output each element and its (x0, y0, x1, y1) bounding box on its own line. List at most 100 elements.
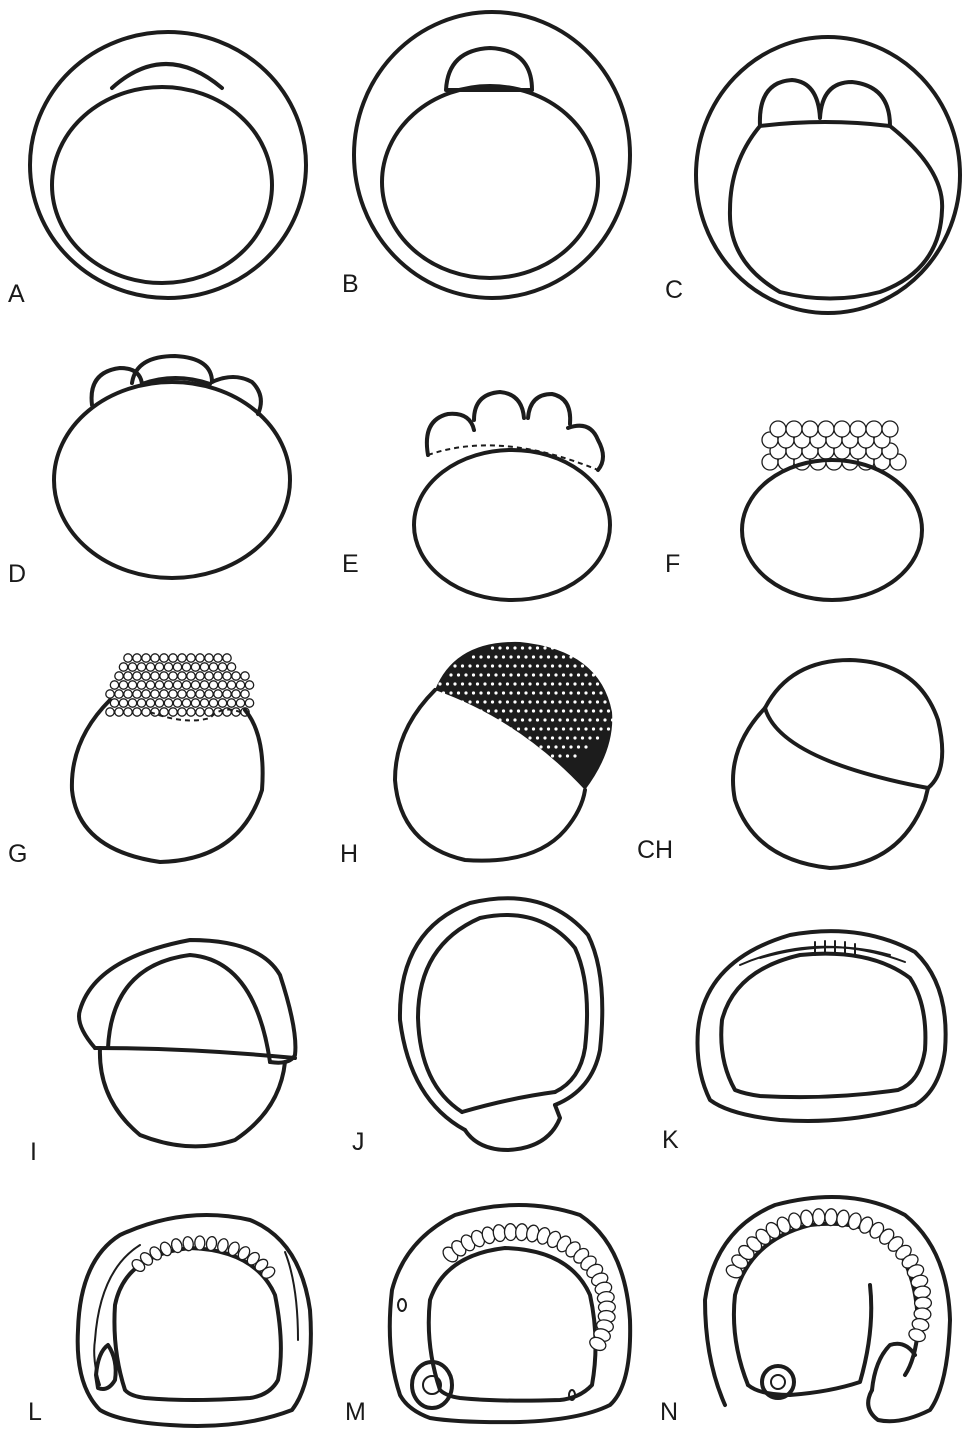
morula-cell (191, 681, 199, 689)
morula-cell (191, 699, 199, 707)
morula-cell (173, 663, 181, 671)
speckle (599, 673, 602, 676)
speckle (569, 745, 572, 748)
morula-cell (209, 699, 217, 707)
speckle (543, 736, 546, 739)
morula-cell (164, 663, 172, 671)
morula-cell (169, 708, 177, 716)
morula-cell (236, 699, 244, 707)
morula-cell (227, 699, 235, 707)
speckle (603, 718, 606, 721)
morula-cell (124, 654, 132, 662)
speckle (551, 754, 554, 757)
speckle (509, 655, 512, 658)
speckle (577, 673, 580, 676)
speckle (539, 655, 542, 658)
speckle (566, 736, 569, 739)
speckle (509, 673, 512, 676)
speckle (551, 646, 554, 649)
speckle (558, 700, 561, 703)
speckle (521, 664, 524, 667)
morula-cell (128, 699, 136, 707)
speckle (491, 700, 494, 703)
speckle (517, 709, 520, 712)
morula-cell (151, 690, 159, 698)
morula-cell (218, 663, 226, 671)
speckle (453, 664, 456, 667)
speckle (513, 736, 516, 739)
speckle (491, 646, 494, 649)
speckle (554, 691, 557, 694)
morula-cell (146, 681, 154, 689)
speckle (569, 709, 572, 712)
speckle (457, 691, 460, 694)
speckle (491, 664, 494, 667)
speckle (614, 709, 617, 712)
speckle (554, 673, 557, 676)
speckle (532, 727, 535, 730)
morula-cell (178, 690, 186, 698)
speckle (498, 682, 501, 685)
somite-row (130, 1236, 277, 1281)
speckle (509, 709, 512, 712)
speckle (562, 655, 565, 658)
speckle (581, 718, 584, 721)
panel-h: H (340, 642, 618, 868)
speckle (532, 709, 535, 712)
morula-cell (178, 672, 186, 680)
morula-cell (182, 663, 190, 671)
morula-cell (137, 681, 145, 689)
speckle (502, 709, 505, 712)
speckle (494, 709, 497, 712)
speckle (494, 691, 497, 694)
speckle (551, 682, 554, 685)
speckle (584, 691, 587, 694)
speckle (509, 727, 512, 730)
morula-cell (209, 663, 217, 671)
speckle (577, 745, 580, 748)
speckle (547, 691, 550, 694)
speckle (449, 691, 452, 694)
morula-cell (205, 654, 213, 662)
morula-cell (196, 654, 204, 662)
morula-cell (191, 663, 199, 671)
speckle (607, 727, 610, 730)
morula-cell (160, 690, 168, 698)
panel-ch: CH (637, 660, 942, 868)
morula-cell (115, 690, 123, 698)
speckle (588, 664, 591, 667)
speckle (479, 691, 482, 694)
speckle (491, 682, 494, 685)
morula-cell (155, 681, 163, 689)
panel-label-k: K (662, 1126, 679, 1154)
speckle (513, 664, 516, 667)
morula-cell (142, 690, 150, 698)
speckle (479, 673, 482, 676)
speckle (558, 754, 561, 757)
speckle (607, 691, 610, 694)
speckle (588, 700, 591, 703)
speckle (551, 718, 554, 721)
speckle (547, 709, 550, 712)
speckle (584, 727, 587, 730)
panel-label-e: E (342, 550, 359, 578)
speckle (524, 709, 527, 712)
speckle (472, 673, 475, 676)
morula-cell (227, 681, 235, 689)
speckle (566, 682, 569, 685)
morula-cell (196, 672, 204, 680)
morula-cell (200, 699, 208, 707)
speckle (547, 673, 550, 676)
morula-cell (245, 699, 253, 707)
morula-cell (133, 672, 141, 680)
speckle (607, 709, 610, 712)
speckle (524, 691, 527, 694)
speckle (521, 736, 524, 739)
morula-cell (119, 663, 127, 671)
speckle (468, 682, 471, 685)
speckle (494, 655, 497, 658)
speckle (573, 664, 576, 667)
speckle (543, 682, 546, 685)
morula-cell (133, 690, 141, 698)
speckle (517, 691, 520, 694)
